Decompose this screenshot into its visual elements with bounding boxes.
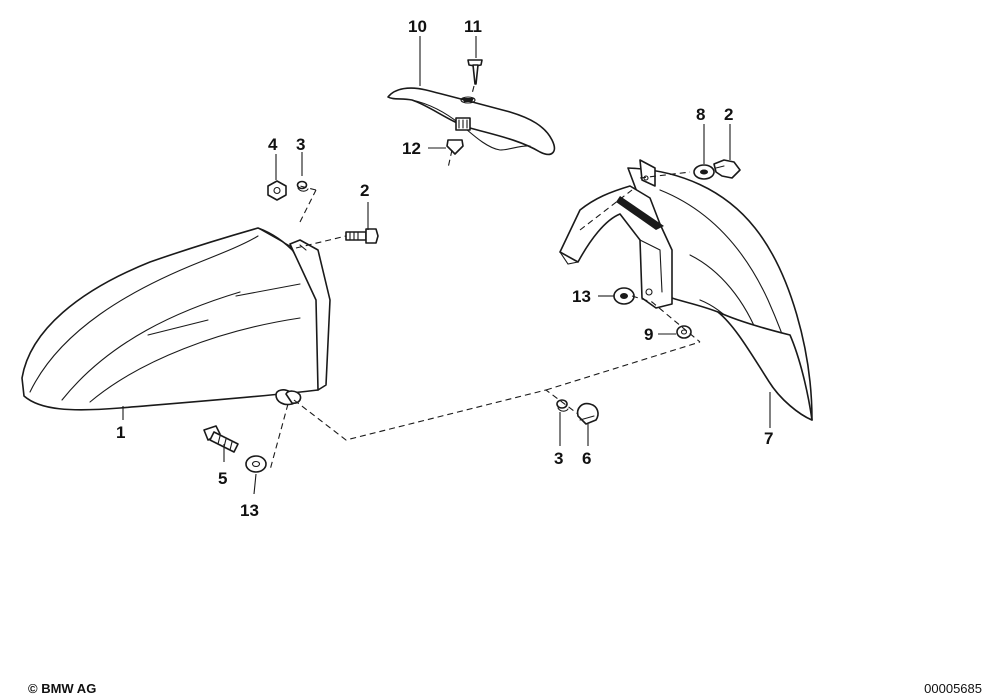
front-fender[interactable]: [21, 227, 331, 411]
label-nut-rear-mid: 9: [644, 325, 653, 344]
rear-fender[interactable]: [627, 159, 813, 421]
screw-top[interactable]: [467, 59, 483, 85]
label-cap-nut-center: 6: [582, 449, 591, 468]
nut-rear-mid[interactable]: [676, 325, 692, 339]
bolt-rear-upper[interactable]: [713, 159, 741, 179]
diagram-number: 00005685: [924, 681, 982, 696]
label-bolt-top-front: 2: [360, 181, 369, 200]
label-washer-center: 3: [554, 449, 563, 468]
label-washer-lower-front: 13: [240, 501, 259, 520]
bolt-top-front[interactable]: [345, 228, 379, 244]
washer-rear-upper[interactable]: [693, 164, 715, 180]
washer-rear-mid[interactable]: [613, 287, 635, 305]
copyright-notice: © BMW AG: [28, 681, 97, 696]
assembly-lines: [269, 85, 701, 471]
washer-center[interactable]: [556, 399, 569, 412]
washer-lower-front[interactable]: [245, 455, 267, 473]
label-front-fender: 1: [116, 423, 125, 442]
label-washer-rear-mid: 13: [572, 287, 591, 306]
cap-nut-center[interactable]: [576, 402, 599, 425]
part-labels: 1 4 3 2 5 13 10 11 12 8 2 13 9 7 3 6: [116, 17, 773, 520]
bolt-lower-front[interactable]: [203, 425, 239, 453]
label-bolt-lower-front: 5: [218, 469, 227, 488]
label-nut-top-front: 4: [268, 135, 278, 154]
label-bolt-rear-upper: 2: [724, 105, 733, 124]
rear-fender-bracket[interactable]: [559, 185, 673, 309]
nut-top-bracket[interactable]: [446, 117, 471, 155]
label-rear-fender: 7: [764, 429, 773, 448]
label-washer-top-front: 3: [296, 135, 305, 154]
label-screw-top: 11: [464, 17, 482, 36]
label-nut-top-bracket: 12: [402, 139, 421, 158]
nut-top-front[interactable]: [267, 180, 287, 201]
label-top-bracket: 10: [408, 17, 427, 36]
washer-top-front[interactable]: [296, 180, 309, 192]
leader-lines: [122, 36, 771, 495]
label-washer-rear-upper: 8: [696, 105, 705, 124]
top-bracket[interactable]: [387, 87, 556, 156]
